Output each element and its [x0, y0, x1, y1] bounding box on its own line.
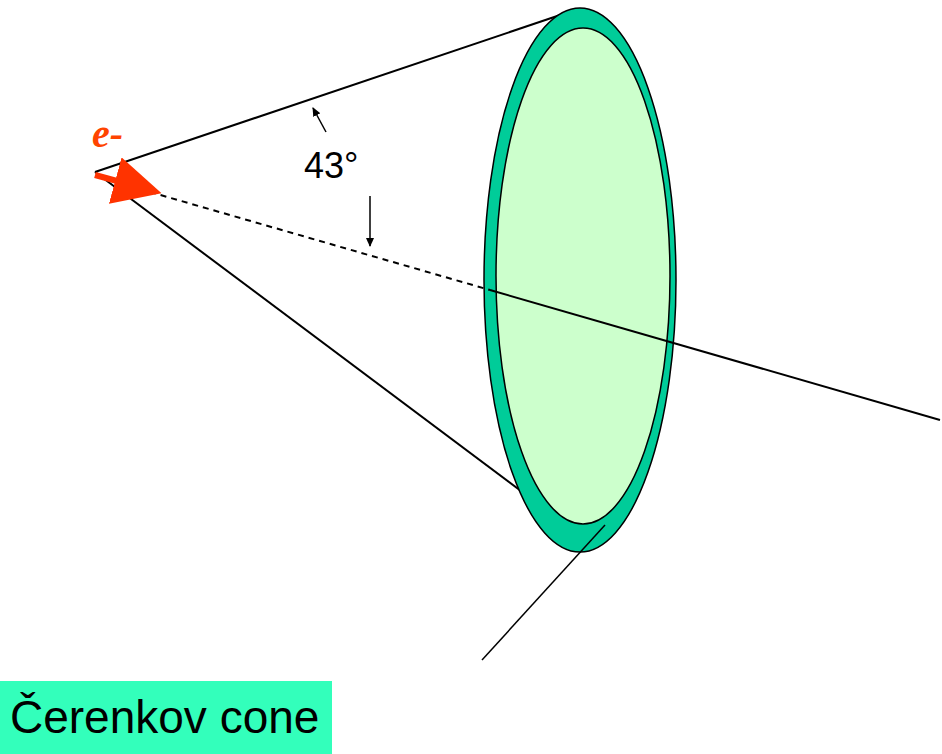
cone-base — [496, 28, 670, 524]
angle-leader — [369, 196, 371, 246]
label-text: Čerenkov cone — [10, 691, 322, 744]
angle-label: 43° — [304, 148, 358, 184]
label-box: Čerenkov cone — [0, 681, 332, 754]
cone-ring — [484, 8, 676, 552]
cone-axis — [490, 290, 940, 420]
particle-label: e- — [92, 114, 123, 154]
angle-leader — [313, 108, 326, 132]
cone-axis — [150, 192, 490, 290]
leader-line — [482, 525, 605, 660]
electron-arrow — [95, 175, 150, 190]
